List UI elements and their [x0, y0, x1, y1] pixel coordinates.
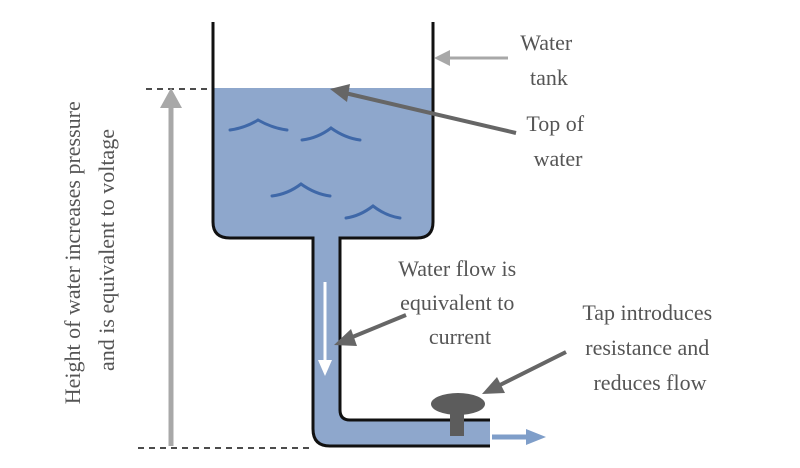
wave-icon [228, 118, 402, 220]
water-body [213, 88, 490, 446]
top-water-pointer-arrow [344, 91, 517, 135]
flow-pointer-arrow [349, 313, 407, 340]
tap-label: Tap introduces resistance and reduces fl… [582, 300, 717, 395]
water-tank [211, 22, 490, 448]
height-arrow [160, 88, 182, 446]
tap-icon [431, 393, 485, 436]
water-flow-label: Water flow is equivalent to current [398, 256, 521, 349]
tap-pointer-arrow [497, 350, 567, 388]
height-label: Height of water increases pressure and i… [60, 96, 119, 404]
outflow-arrow [492, 429, 546, 445]
pipe-outline [338, 22, 490, 422]
flow-arrow [318, 282, 332, 376]
top-of-water-label: Top of water [526, 111, 589, 171]
water-tank-label: Water tank [520, 30, 577, 90]
